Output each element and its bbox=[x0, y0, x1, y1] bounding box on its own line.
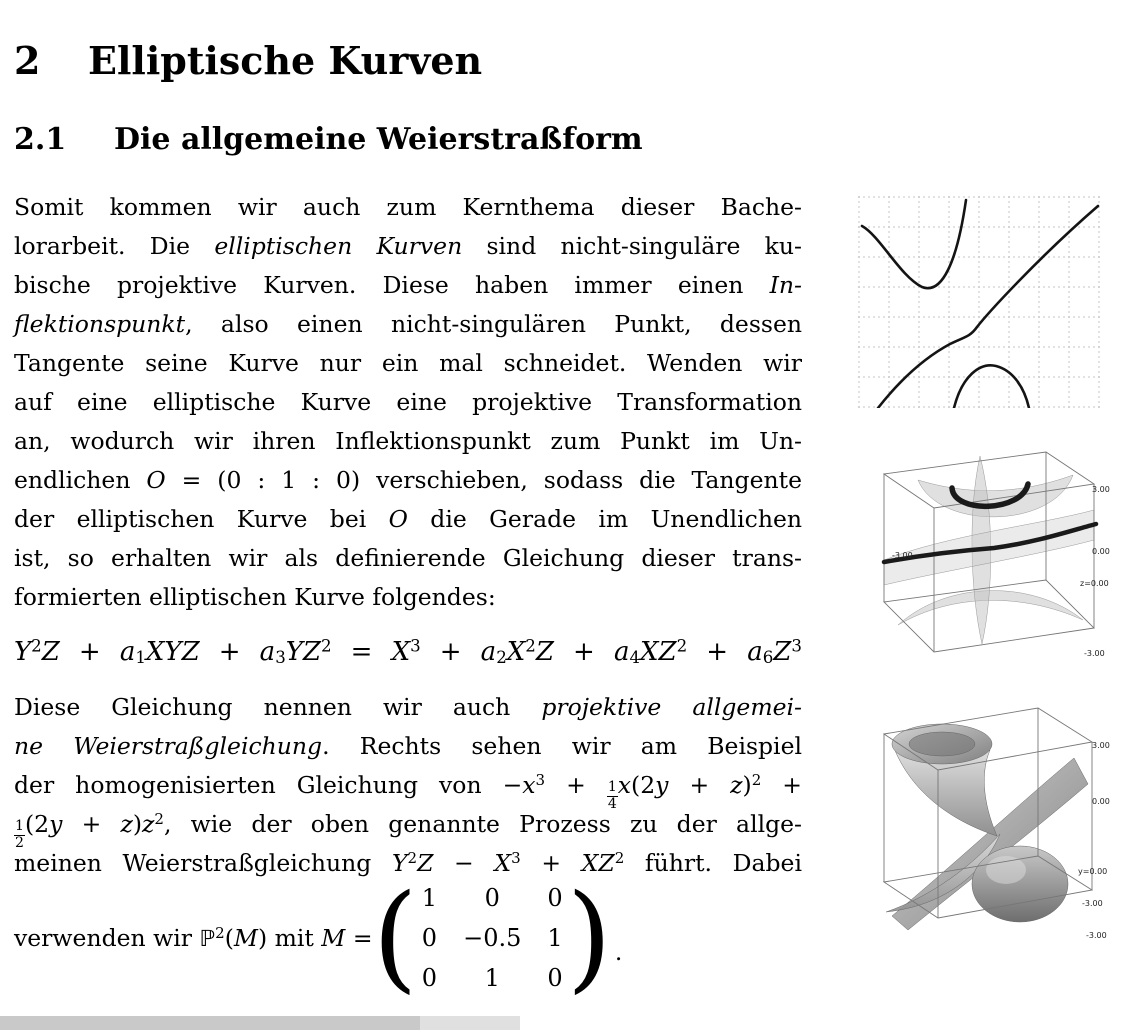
surface-sheet-top bbox=[917, 474, 1074, 518]
axis-tick-label: 0.00 bbox=[1092, 797, 1110, 806]
text-line: ne Weierstraßgleichung. Rechts sehen wir… bbox=[14, 732, 802, 760]
text-line: lorarbeit. Die elliptischen Kurven sind … bbox=[14, 232, 802, 260]
text-line: an, wodurch wir ihren Inflektionspunkt z… bbox=[14, 427, 802, 455]
surface-cone-left bbox=[885, 833, 1001, 913]
text-line: Somit kommen wir auch zum Kernthema dies… bbox=[14, 193, 802, 221]
text-line: endlichen O = (0 : 1 : 0) verschieben, s… bbox=[14, 466, 802, 494]
subsection-title: Die allgemeine Weierstraßform bbox=[114, 122, 643, 157]
matrix-sentence-text: verwenden wir ℙ2(M) mit M = bbox=[14, 924, 373, 952]
curve-on-surface bbox=[881, 481, 1099, 565]
matrix-cell: 0 bbox=[547, 964, 563, 992]
matrix-close-paren: ) bbox=[566, 870, 612, 1006]
text-line: Tangente seine Kurve nur ein mal schneid… bbox=[14, 349, 802, 377]
subsection-number: 2.1 bbox=[14, 122, 67, 157]
text-line: flektionspunkt, also einen nicht-singulä… bbox=[14, 310, 802, 338]
subsection-heading: 2.1 Die allgemeine Weierstraßform bbox=[14, 122, 643, 157]
axis-tick-labels: 3.00 0.00 y=0.00 -3.00 -3.00 bbox=[1078, 741, 1110, 940]
paragraph-2: Diese Gleichung nennen wir auch projekti… bbox=[14, 688, 802, 883]
curve-upper-left-branch bbox=[860, 198, 968, 290]
axis-tick-label: 0.00 bbox=[1092, 547, 1110, 556]
matrix-cell: 0 bbox=[421, 964, 438, 992]
matrix-cell: −0.5 bbox=[463, 924, 522, 952]
matrix-cell: 1 bbox=[547, 924, 563, 952]
section-heading: 2 Elliptische Kurven bbox=[14, 38, 482, 83]
figure-surface-3d-weierstrass: 3.00 0.00 z=0.00 -3.00 -3.00 bbox=[848, 430, 1110, 670]
axis-tick-label: y=0.00 bbox=[1078, 867, 1107, 876]
paragraph-1: Somit kommen wir auch zum Kernthema dies… bbox=[14, 188, 802, 617]
axis-box bbox=[882, 707, 1094, 919]
surface-dome-highlight bbox=[986, 856, 1026, 884]
sentence-period: . bbox=[614, 938, 623, 966]
text-line: formierten elliptischen Kurve folgendes: bbox=[14, 583, 496, 611]
text-line: auf eine elliptische Kurve eine projekti… bbox=[14, 388, 802, 416]
thick-curve-horseshoe bbox=[949, 481, 1031, 509]
curve-lower-arc bbox=[952, 364, 1031, 408]
surface-shapes bbox=[885, 723, 1089, 931]
matrix-3x3: 1 0 0 0 −0.5 1 0 1 0 bbox=[422, 884, 563, 992]
cropped-next-element-bar-light bbox=[420, 1016, 520, 1030]
axis-tick-label: -3.00 bbox=[1082, 899, 1103, 908]
matrix-cell: 1 bbox=[421, 884, 438, 912]
axis-tick-label: z=0.00 bbox=[1080, 579, 1109, 588]
curve-strokes bbox=[860, 198, 1100, 408]
axis-tick-label: 3.00 bbox=[1092, 485, 1110, 494]
curve-diagonal-branch bbox=[876, 204, 1100, 408]
text-line: der elliptischen Kurve bei O die Gerade … bbox=[14, 505, 802, 533]
matrix-open-paren: ( bbox=[372, 870, 418, 1006]
text-line: ist, so erhalten wir als definierende Gl… bbox=[14, 544, 802, 572]
surface-sheet-bottom bbox=[897, 590, 1084, 626]
axis-tick-label: -3.00 bbox=[1084, 649, 1105, 658]
matrix-cell: 0 bbox=[547, 884, 563, 912]
figure-elliptic-curve-2d bbox=[858, 196, 1100, 408]
axis-tick-labels: 3.00 0.00 z=0.00 -3.00 -3.00 bbox=[892, 485, 1110, 658]
section-title: Elliptische Kurven bbox=[88, 38, 483, 83]
text-line: meinen Weierstraßgleichung Y2Z − X3 + XZ… bbox=[14, 849, 802, 877]
matrix-cell: 0 bbox=[421, 924, 438, 952]
weierstrass-display-equation: Y2Z + a1XYZ + a3YZ2 = X3 + a2X2Z + a4XZ2… bbox=[14, 636, 802, 667]
text-line: Diese Gleichung nennen wir auch projekti… bbox=[14, 693, 802, 721]
section-number: 2 bbox=[14, 38, 41, 83]
text-line: bische projektive Kurven. Diese haben im… bbox=[14, 271, 802, 299]
surface-dome bbox=[971, 845, 1069, 923]
axis-box bbox=[882, 451, 1096, 653]
thick-curve-horizontal bbox=[881, 521, 1099, 565]
matrix-cell: 1 bbox=[484, 964, 500, 992]
matrix-cell: 0 bbox=[484, 884, 500, 912]
text-line: der homogenisierten Gleichung von −x3 + … bbox=[14, 771, 802, 812]
axis-tick-label: 3.00 bbox=[1092, 741, 1110, 750]
matrix-sentence: verwenden wir ℙ2(M) mit M = ( 1 0 0 0 −0… bbox=[14, 870, 623, 1006]
figure-surface-3d-homogenized: 3.00 0.00 y=0.00 -3.00 -3.00 bbox=[842, 686, 1114, 956]
axis-tick-label: -3.00 bbox=[1086, 931, 1107, 940]
axis-tick-label: -3.00 bbox=[892, 551, 913, 560]
surface-funnel-inner bbox=[908, 731, 976, 757]
grid-lines bbox=[858, 196, 1100, 408]
cropped-next-element-bar bbox=[0, 1016, 420, 1030]
